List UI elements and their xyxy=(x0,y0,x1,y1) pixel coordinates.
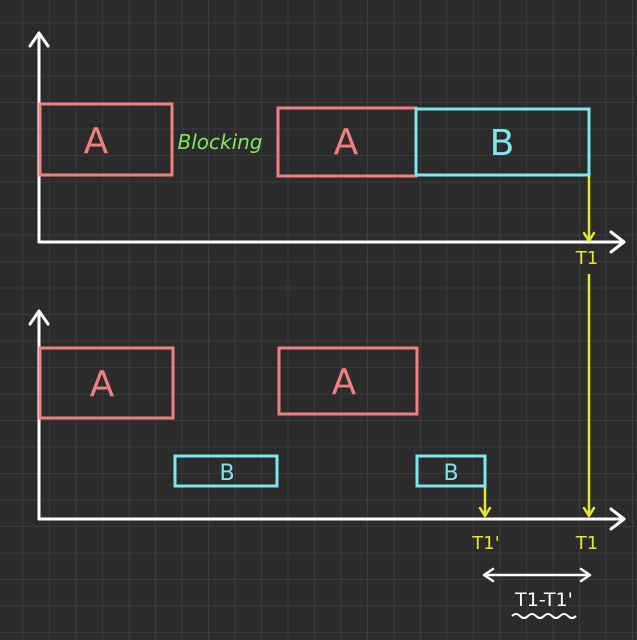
top-task-a-block-1 xyxy=(38,102,174,177)
blocking-label: Blocking xyxy=(177,130,262,154)
bottom-timeline: A A B B T1' T1 T1-T1' xyxy=(28,309,626,619)
bottom-task-a-block-1 xyxy=(38,346,175,420)
top-x-arrowhead xyxy=(609,230,626,254)
difference-arrow-left-head xyxy=(482,567,495,583)
t1-connector-arrowhead xyxy=(582,506,596,518)
bottom-task-a-label-2: A xyxy=(332,362,357,403)
bottom-x-arrowhead xyxy=(609,507,626,531)
bottom-task-b-block-2 xyxy=(415,454,487,488)
difference-label: T1-T1' xyxy=(514,589,573,611)
bottom-task-b-label-2: B xyxy=(443,461,458,486)
top-task-b-block xyxy=(414,107,591,177)
top-timeline: A Blocking A B T1 xyxy=(28,31,626,269)
bottom-early-end-marker-arrowhead xyxy=(478,506,492,518)
bottom-task-b-block-1 xyxy=(173,454,279,488)
top-task-a-label-2: A xyxy=(334,122,359,163)
bottom-early-end-label: T1' xyxy=(471,533,499,554)
top-task-b-label: B xyxy=(490,123,515,164)
difference-arrow-right-head xyxy=(579,567,592,583)
top-end-label: T1 xyxy=(575,248,598,269)
top-task-a-label-1: A xyxy=(84,121,109,162)
bottom-task-a-label-1: A xyxy=(90,364,115,405)
top-y-arrowhead xyxy=(28,31,50,48)
top-end-marker-arrowhead xyxy=(582,231,596,243)
bottom-task-a-block-2 xyxy=(277,346,419,416)
bottom-end-label: T1 xyxy=(575,533,598,554)
bottom-task-b-label-1: B xyxy=(219,461,234,486)
difference-underline-squiggle xyxy=(511,613,577,619)
bottom-y-arrowhead xyxy=(28,309,50,326)
